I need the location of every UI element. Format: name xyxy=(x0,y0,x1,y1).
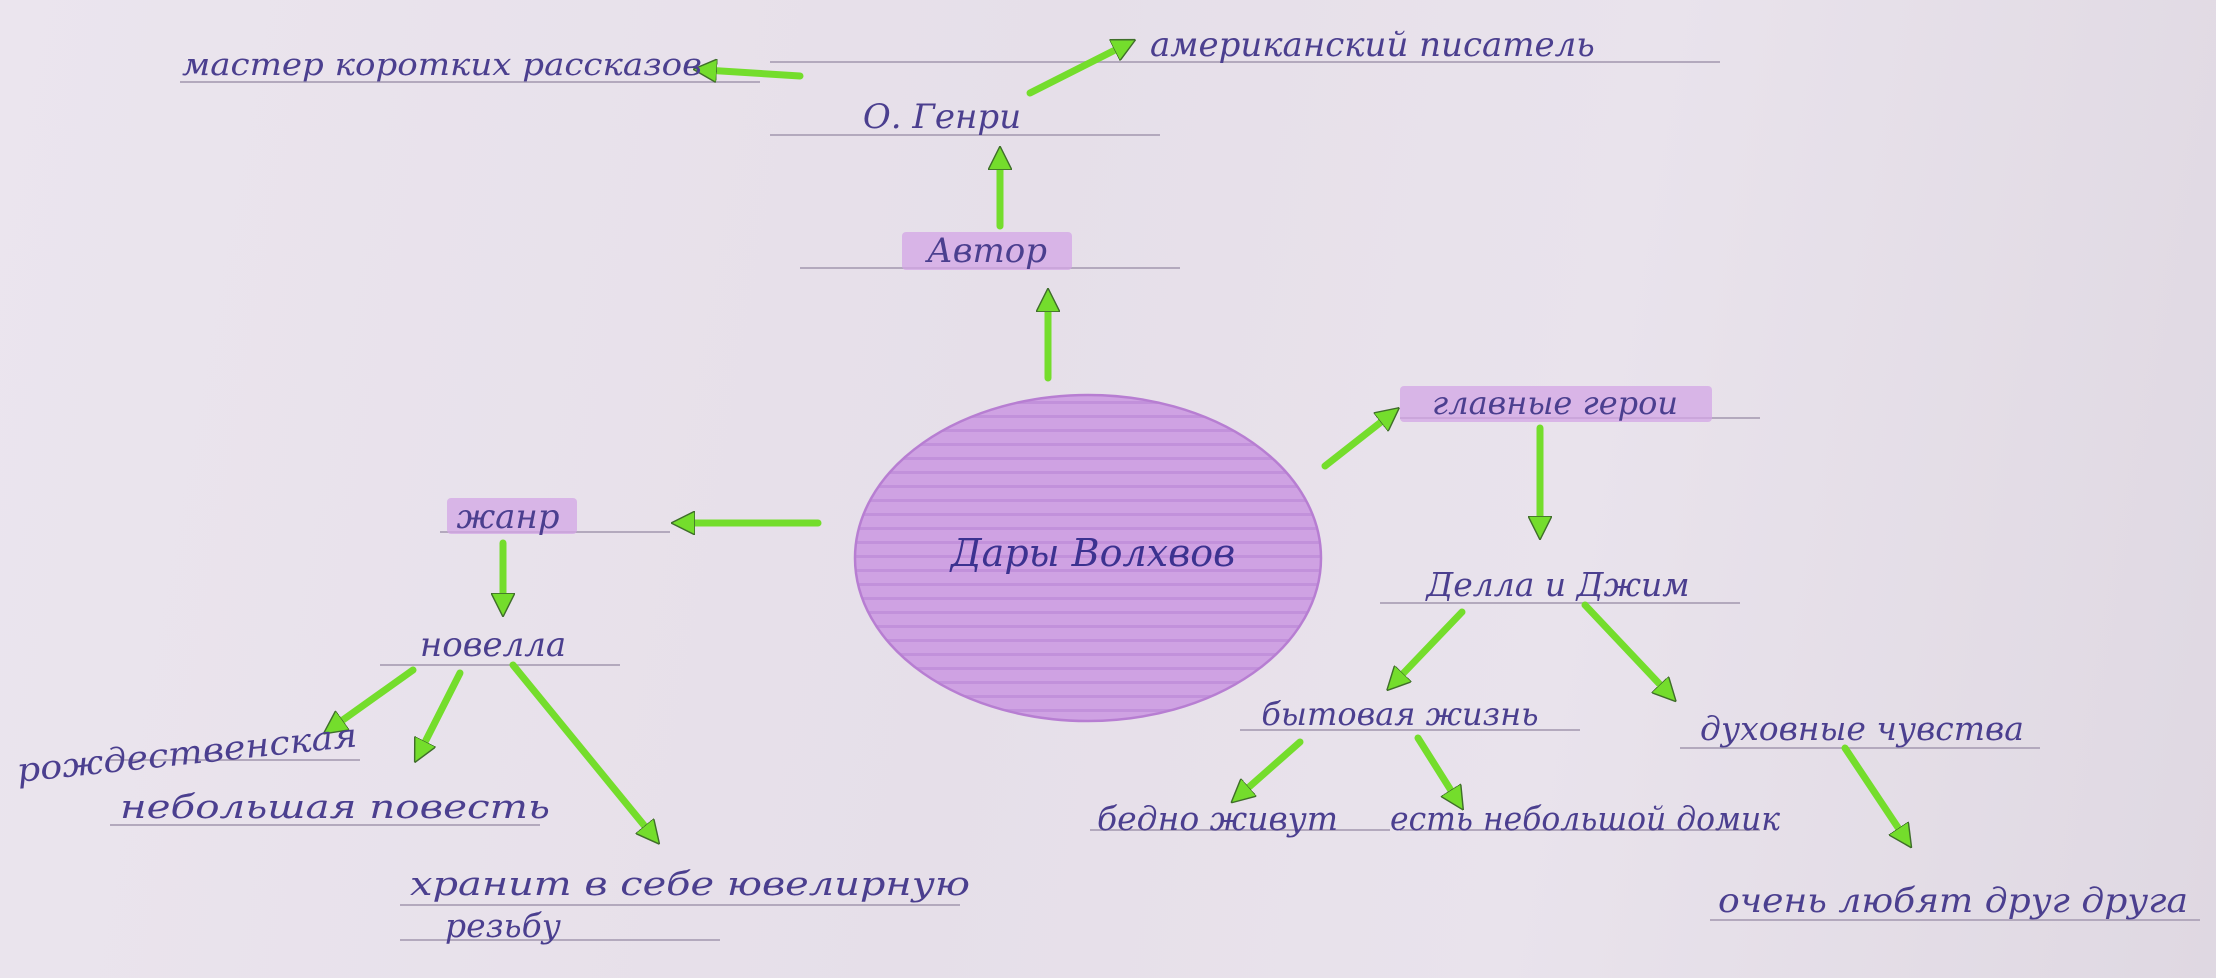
genre-highlight xyxy=(447,498,577,534)
arrow-novella-to-small xyxy=(420,669,464,752)
heroes-love-each-other: очень любят друг друга xyxy=(1718,881,2188,921)
author-highlight xyxy=(902,232,1072,270)
genre-header: жанр xyxy=(456,497,559,537)
heroes-everyday-life: бытовая жизнь xyxy=(1261,695,1538,733)
arrow-novella-to-christmas xyxy=(333,666,417,727)
author-name: О. Генри xyxy=(863,97,1021,137)
arrow-name-to-desc xyxy=(1026,45,1125,97)
author-description: американский писатель xyxy=(1150,25,1595,65)
heroes-highlight xyxy=(1400,386,1712,422)
heroes-header: главные герои xyxy=(1432,384,1678,422)
center-title: Дары Волхвов xyxy=(949,531,1235,575)
arrow-novella-to-carving xyxy=(509,661,652,835)
heroes-small-house: есть небольшой домик xyxy=(1390,799,1780,838)
arrows xyxy=(333,45,1905,838)
arrow-names-to-everyday xyxy=(1395,608,1466,682)
heroes-names: Делла и Джим xyxy=(1424,565,1689,604)
center-circle xyxy=(853,393,1323,723)
arrow-spiritual-to-love xyxy=(1841,744,1905,838)
genre-christmas: рождественская xyxy=(15,715,359,790)
arrow-names-to-spiritual xyxy=(1581,601,1668,693)
arrow-everyday-to-house xyxy=(1414,734,1457,800)
genre-carving-line1: хранит в себе ювелирную xyxy=(410,864,970,903)
genre-small-story: небольшая повесть xyxy=(120,787,550,826)
arrow-center-to-heroes xyxy=(1321,415,1390,470)
arrow-name-to-master xyxy=(705,70,804,76)
arrow-everyday-to-poor xyxy=(1240,738,1304,795)
heroes-live-poorly: бедно живут xyxy=(1097,799,1338,838)
heroes-spiritual-feelings: духовные чувства xyxy=(1700,709,2024,748)
genre-carving-line2: резьбу xyxy=(445,906,561,945)
author-header: Автор xyxy=(925,231,1047,271)
author-master: мастер коротких рассказов xyxy=(182,47,702,83)
genre-value: новелла xyxy=(420,625,566,665)
